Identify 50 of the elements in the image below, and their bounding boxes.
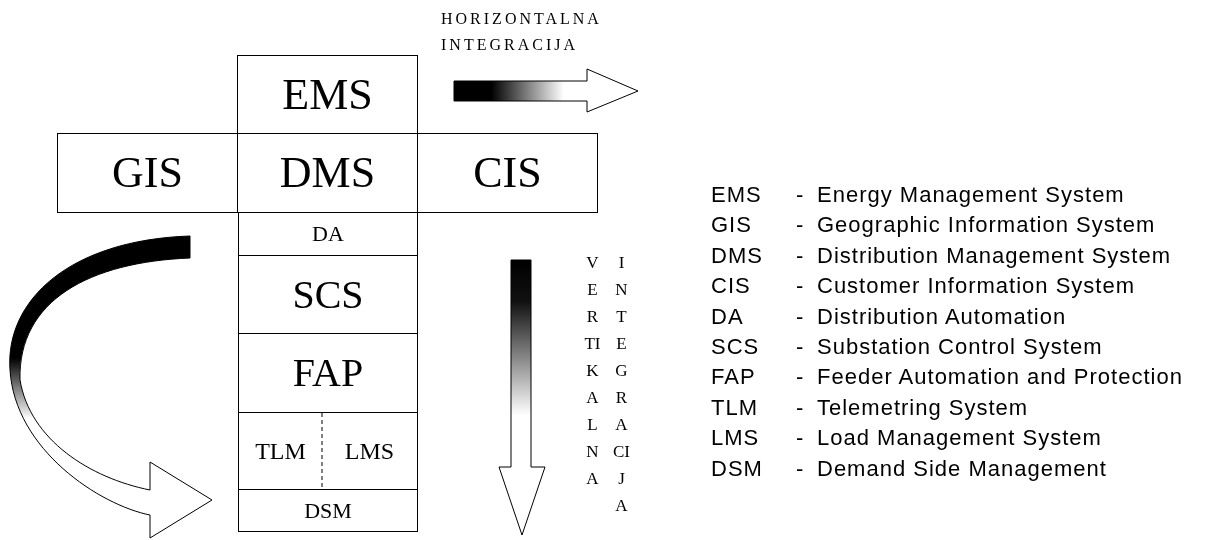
axis-title: INTEGRACIJA [613, 252, 630, 517]
definition: Distribution Automation [817, 305, 1067, 328]
separator: - [796, 336, 805, 358]
separator: - [796, 244, 805, 267]
system-abbreviation: TLM [255, 439, 306, 463]
definition: Load Management System [817, 427, 1102, 450]
abbreviation: DMS [711, 244, 763, 267]
abbreviation: CIS [711, 275, 751, 298]
separator: - [796, 214, 805, 237]
system-box [238, 489, 418, 532]
definition: Energy Management System [817, 184, 1125, 206]
system-box [57, 133, 238, 213]
definition: Geographic Information System [817, 214, 1156, 237]
abbreviation: FAP [711, 366, 756, 389]
axis-title: VERTIKALNA [584, 252, 601, 490]
definition: Demand Side Management [817, 457, 1107, 480]
system-abbreviation: GIS [112, 151, 183, 195]
definition: Substation Control System [817, 336, 1103, 358]
system-box [417, 133, 598, 213]
separator: - [796, 427, 805, 450]
system-box [238, 255, 418, 334]
system-abbreviation: CIS [473, 151, 542, 195]
system-box [238, 212, 418, 256]
separator: - [796, 184, 805, 206]
axis-title: HORIZONTALNA INTEGRACIJA [441, 9, 603, 55]
separator: - [796, 275, 805, 298]
abbreviation: EMS [711, 184, 762, 206]
system-abbreviation: FAP [292, 353, 364, 393]
system-abbreviation: SCS [292, 274, 364, 315]
definition: Feeder Automation and Protection [817, 366, 1183, 389]
definition: Customer Information System [817, 275, 1135, 298]
definition: Telemetring System [817, 396, 1029, 419]
separator: - [796, 457, 805, 480]
abbreviation: DSM [711, 457, 763, 480]
separator: - [796, 396, 805, 419]
system-abbreviation: DMS [279, 151, 376, 195]
definition: Distribution Management System [817, 244, 1172, 267]
system-box [238, 333, 418, 413]
abbreviation: TLM [711, 396, 758, 419]
system-abbreviation: LMS [344, 439, 395, 463]
abbreviation: DA [711, 305, 744, 328]
abbreviation: SCS [711, 336, 760, 358]
abbreviation: GIS [711, 214, 752, 237]
system-abbreviation: DA [312, 223, 344, 245]
separator: - [796, 366, 805, 389]
system-abbreviation: EMS [282, 72, 373, 117]
system-box [237, 55, 418, 134]
system-abbreviation: DSM [304, 499, 352, 522]
separator: - [796, 305, 805, 328]
abbreviation: LMS [711, 427, 760, 450]
